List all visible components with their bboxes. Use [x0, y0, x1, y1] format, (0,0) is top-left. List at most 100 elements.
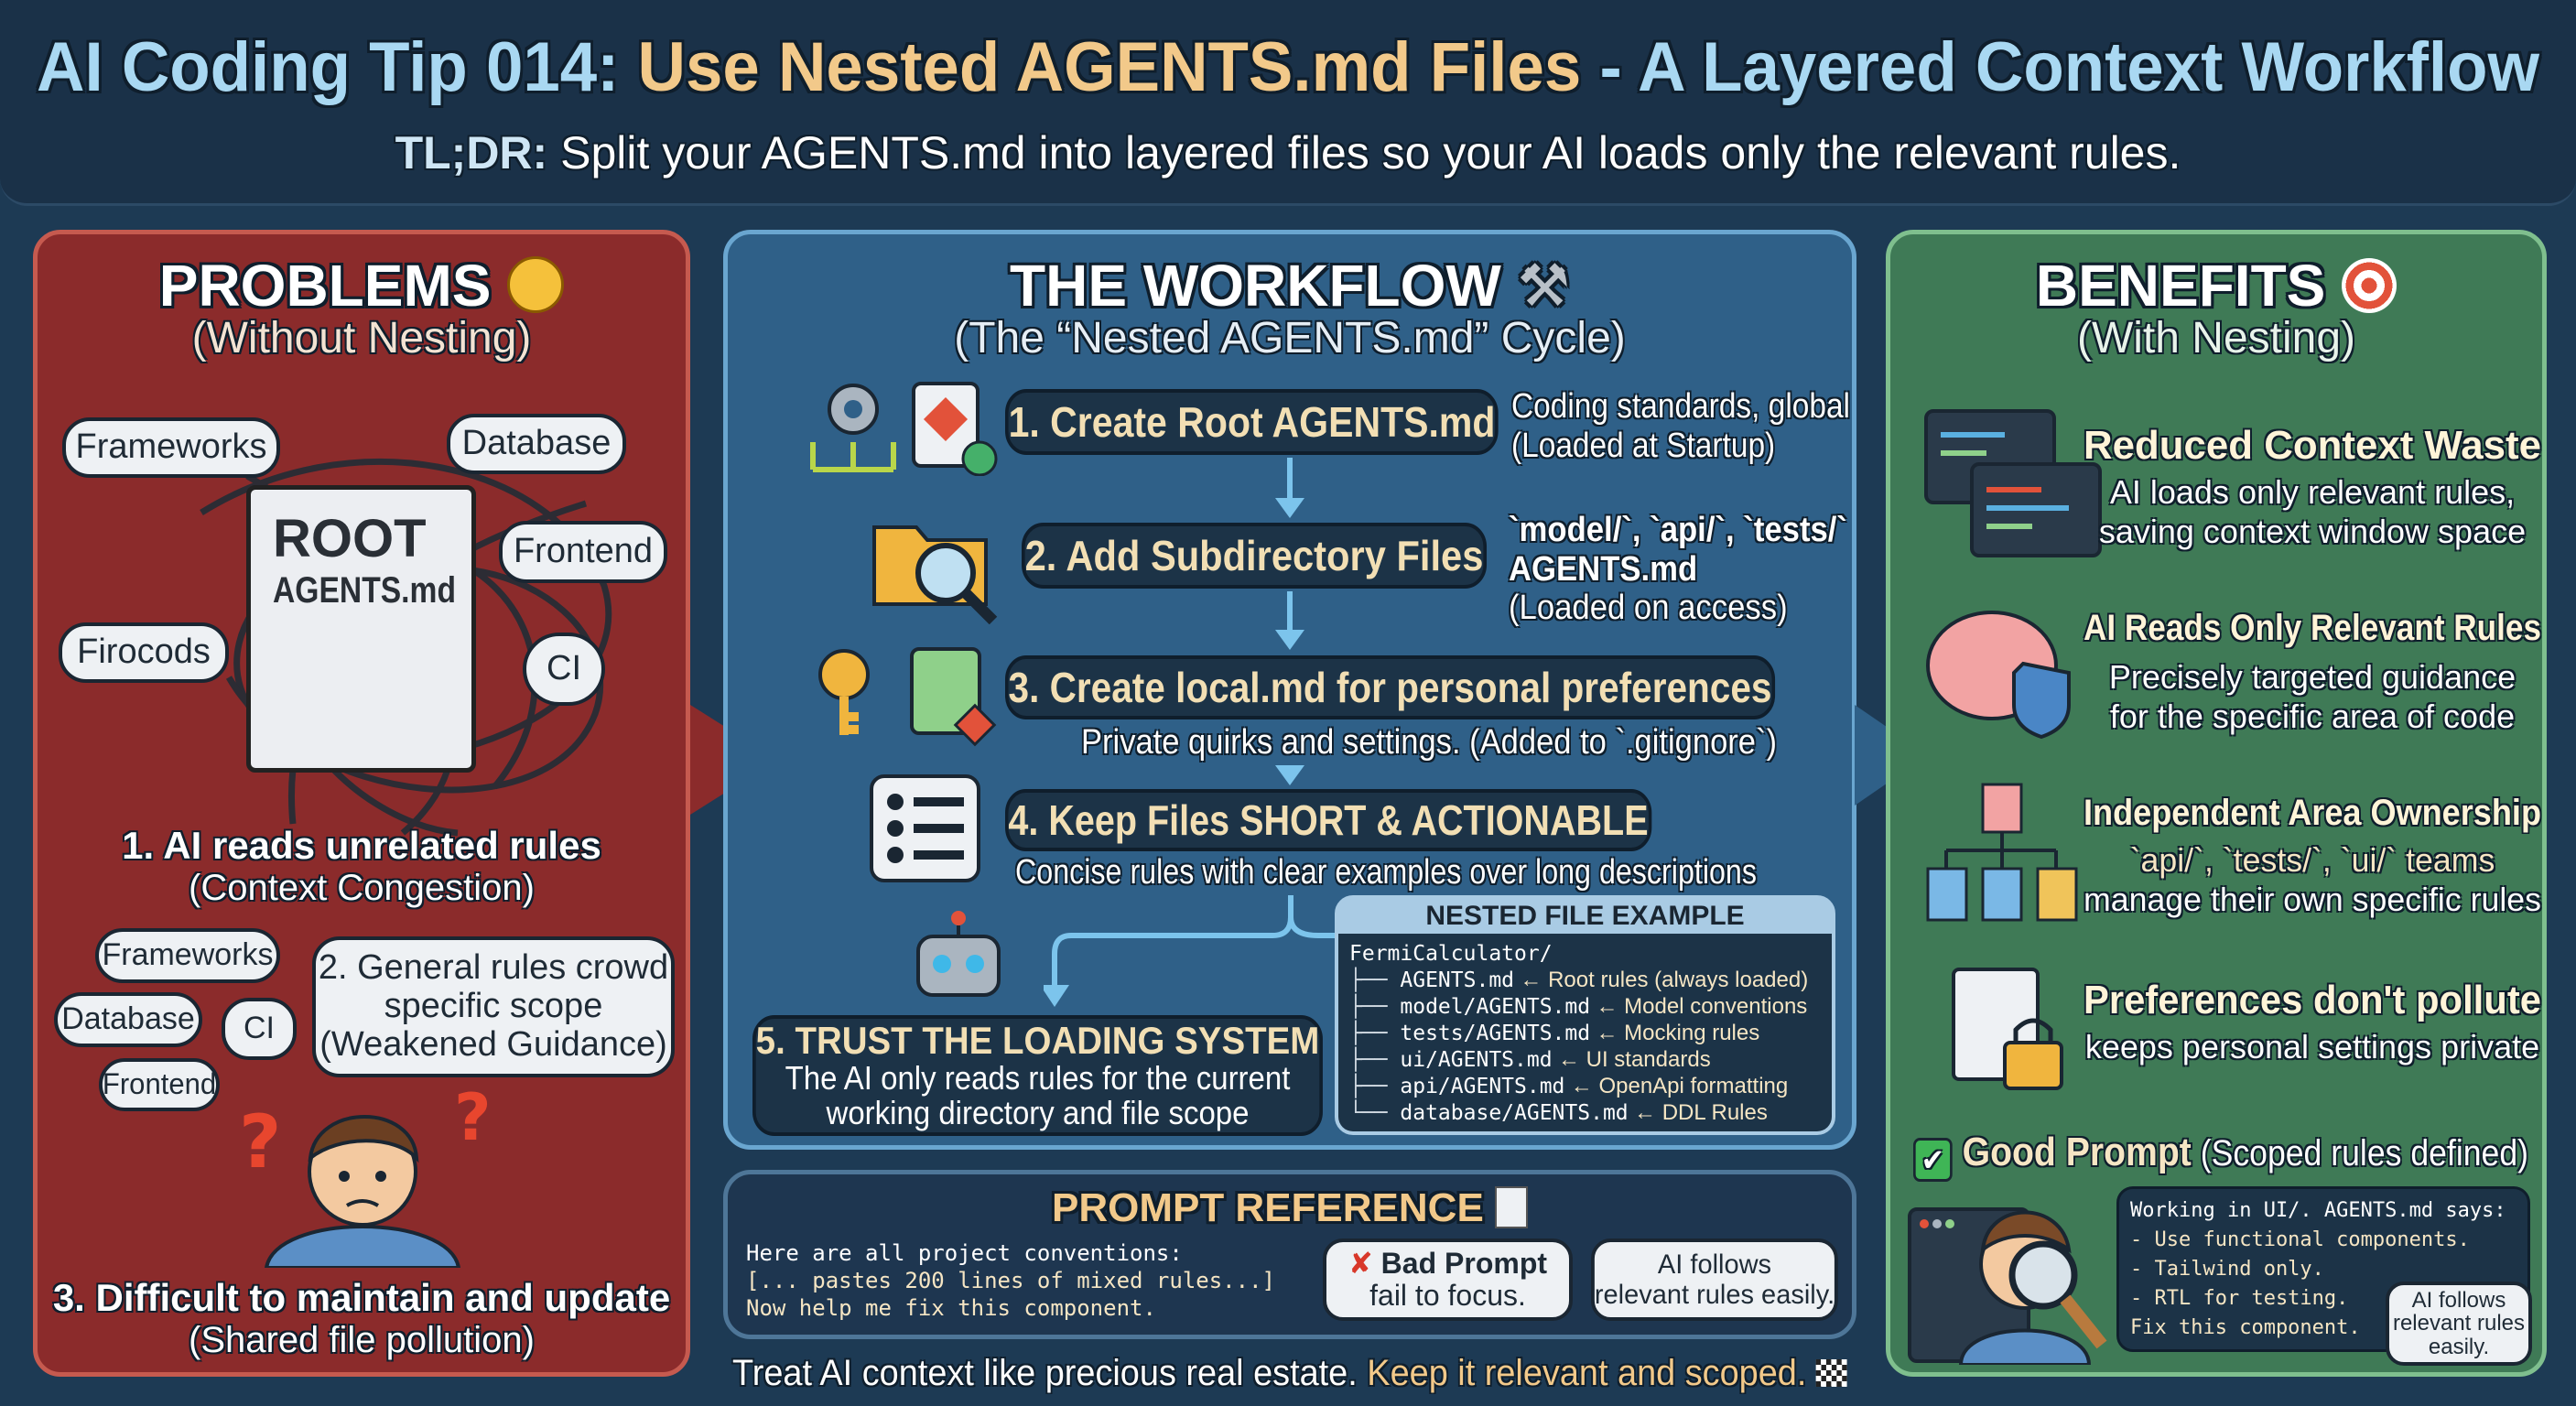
code-line: [... pastes 200 lines of mixed rules...] — [746, 1268, 1275, 1293]
tree-note: ← Mocking rules — [1596, 1021, 1760, 1045]
step-4: 4. Keep Files SHORT & ACTIONABLE — [1005, 789, 1651, 851]
brain-shield-icon — [1926, 611, 2071, 740]
good-prompt-code: Working in UI/. AGENTS.md says: - Use fu… — [2116, 1186, 2530, 1352]
tldr-text: Split your AGENTS.md into layered files … — [547, 127, 2181, 178]
small-bubble-ci: CI — [222, 998, 297, 1060]
step-5-note: working directory and file scope — [826, 1094, 1250, 1132]
step-2-note: `model/`, `api/`, `tests/`AGENTS.md(Load… — [1509, 511, 1847, 628]
bubble-line: easily. — [2428, 1334, 2490, 1359]
bubble-database: Database — [447, 414, 626, 474]
step-3-note: Private quirks and settings. (Added to `… — [1081, 723, 1777, 762]
bubble-line: AI follows — [2411, 1288, 2506, 1314]
svg-text:?: ? — [239, 1099, 281, 1184]
step-5: 5. TRUST THE LOADING SYSTEM The AI only … — [752, 1015, 1323, 1136]
code-line: Here are all project conventions: — [746, 1240, 1183, 1266]
tree-row: ├── ui/AGENTS.md ← UI standards — [1349, 1047, 1711, 1072]
check-icon: ✔ — [1913, 1138, 1953, 1182]
problem-2-line: 2. General rules crowd — [318, 948, 669, 988]
confused-person-icon: ? ? — [239, 1085, 492, 1268]
bad-prompt-code: Here are all project conventions: [... p… — [746, 1239, 1314, 1322]
benefit-4-desc: keeps personal settings private — [2084, 1028, 2540, 1065]
step-5-label: 5. TRUST THE LOADING SYSTEM — [755, 1019, 1320, 1063]
code-line: Now help me fix this component. — [746, 1295, 1156, 1321]
step-5-note: The AI only reads rules for the current — [785, 1059, 1291, 1098]
footer-highlight: Keep it relevant and scoped. — [1367, 1353, 1807, 1393]
tree-note: ← Model conventions — [1596, 994, 1808, 1019]
target-icon — [2342, 258, 2397, 313]
folder-search-icon — [872, 525, 998, 624]
small-bubble-database: Database — [54, 992, 202, 1047]
bubble-frontend: Frontend — [499, 521, 667, 583]
flow-arrow — [1275, 458, 1304, 518]
follow-line: AI follows — [1657, 1249, 1772, 1280]
problems-title: PROBLEMS — [33, 252, 690, 319]
small-bubble-frontend: Frontend — [99, 1058, 220, 1111]
prompt-reference-title: PROMPT REFERENCE — [723, 1185, 1856, 1231]
code-line: - Tailwind only. — [2130, 1258, 2324, 1281]
tools-icon: ⚒ — [1517, 253, 1570, 320]
tree-row: ├── tests/AGENTS.md ← Mocking rules — [1349, 1021, 1760, 1045]
step-3: 3. Create local.md for personal preferen… — [1005, 655, 1775, 719]
step-4-note: Concise rules with clear examples over l… — [1015, 853, 1757, 892]
problem-1: 1. AI reads unrelated rules — [122, 824, 601, 867]
good-prompt-label: Good Prompt — [1962, 1130, 2192, 1174]
follow-line: relevant rules easily. — [1594, 1280, 1835, 1310]
tree-note: ← OpenApi formatting — [1570, 1074, 1789, 1098]
benefit-1-title: Reduced Context Waste — [2084, 423, 2541, 468]
tree-row: ├── api/AGENTS.md ← OpenApi formatting — [1349, 1074, 1789, 1098]
benefits-title: BENEFITS — [1886, 252, 2547, 319]
doc-subtitle: AGENTS.md — [273, 570, 456, 611]
code-line: - RTL for testing. — [2130, 1287, 2349, 1310]
code-line: - Use functional components. — [2130, 1228, 2470, 1251]
example-title: NESTED FILE EXAMPLE — [1425, 901, 1745, 931]
problem-2-bubble: 2. General rules crowd specific scope (W… — [312, 936, 675, 1077]
tree-row: ├── model/AGENTS.md ← Model conventions — [1349, 994, 1808, 1019]
tree-file: tests/AGENTS.md — [1400, 1022, 1591, 1045]
svg-text:?: ? — [454, 1085, 492, 1155]
good-prompt-sub: (Scoped rules defined) — [2191, 1133, 2528, 1173]
bad-prompt-label: Bad Prompt — [1380, 1246, 1548, 1280]
problem-2-line: specific scope — [384, 987, 603, 1026]
developer-magnifier-icon — [1908, 1207, 2107, 1365]
tree-row: ├── AGENTS.md ← Root rules (always loade… — [1349, 968, 1809, 992]
memo-icon — [1495, 1186, 1529, 1228]
title-prefix: AI Coding Tip 014: — [37, 28, 638, 106]
step-1-note: Coding standards, global(Loaded at Start… — [1511, 387, 1850, 465]
benefit-2-title: AI Reads Only Relevant Rules — [2084, 608, 2541, 648]
flow-arrow — [1275, 591, 1304, 650]
tree-note: ← UI standards — [1557, 1047, 1711, 1072]
tree-file: model/AGENTS.md — [1400, 995, 1591, 1019]
benefit-3-title: Independent Area Ownership — [2084, 793, 2541, 833]
bad-prompt-sub: fail to focus. — [1369, 1279, 1526, 1312]
bubble-line: relevant rules — [2392, 1311, 2526, 1336]
tree-file: database/AGENTS.md — [1400, 1101, 1629, 1125]
tree-note: ← DDL Rules — [1634, 1100, 1768, 1125]
gear-git-icon — [810, 382, 998, 476]
ai-follows-bubble: AI follows relevant rules easily. — [2386, 1282, 2532, 1366]
benefit-4-title: Preferences don't pollute — [2084, 978, 2541, 1022]
problem-1-sub: (Context Congestion) — [189, 868, 535, 908]
cross-icon: ✘ — [1348, 1245, 1373, 1281]
checklist-icon — [870, 774, 980, 882]
problem-3: 3. Difficult to maintain and update — [52, 1276, 671, 1319]
tree-root: FermiCalculator/ — [1349, 942, 1553, 966]
good-follow-bubble: AI follows relevant rules easily. — [1591, 1238, 1838, 1321]
code-line: Fix this component. — [2130, 1316, 2361, 1339]
flow-arrow — [1275, 765, 1304, 785]
footer-text: Treat AI context like precious real esta… — [732, 1353, 1368, 1393]
step-1: 1. Create Root AGENTS.md — [1005, 389, 1499, 455]
benefits-subtitle: (With Nesting) — [2076, 314, 2356, 362]
tree-file: ui/AGENTS.md — [1400, 1048, 1553, 1072]
problem-3-sub: (Shared file pollution) — [189, 1320, 535, 1360]
bad-prompt-bubble: ✘ Bad Prompt fail to focus. — [1323, 1238, 1573, 1321]
root-agents-doc: ROOT AGENTS.md — [246, 485, 476, 773]
pensive-face-icon — [507, 256, 565, 313]
title-suffix: - A Layered Context Workflow — [1581, 28, 2539, 106]
small-bubble-frameworks: Frameworks — [95, 928, 280, 983]
tree-row: └── database/AGENTS.md ← DDL Rules — [1349, 1100, 1768, 1125]
tree-file: AGENTS.md — [1400, 968, 1515, 992]
workflow-title: THE WORKFLOW ⚒ — [1010, 253, 1570, 320]
code-windows-icon — [1924, 409, 2102, 557]
